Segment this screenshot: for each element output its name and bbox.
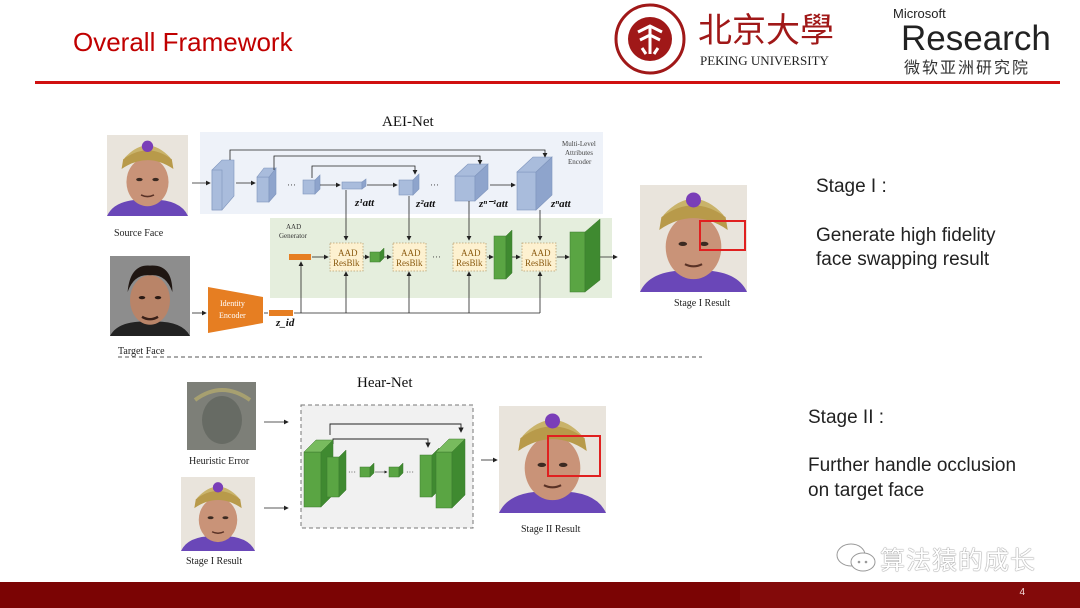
stage1-result-image [638,183,749,294]
ellipsis: ··· [430,180,439,190]
resblk-label: ResBlk [525,258,552,268]
z-att-n-minus-1: zⁿ⁻¹att [478,198,509,210]
highlight-box [699,220,746,251]
generator-blocks [369,218,601,293]
encoder-blocks [211,156,553,211]
resblk-label: AAD [401,248,421,258]
stage2-heading: Stage II : [808,407,885,428]
hear-net-title: Hear-Net [357,375,413,391]
watermark: 算法猿的成长 [880,547,1037,575]
z-att-n: zⁿatt [550,198,572,210]
heuristic-error-label: Heuristic Error [189,456,250,467]
source-face-label: Source Face [114,228,164,239]
stage1-heading: Stage I : [816,176,887,197]
logos: 北京大學 PEKING UNIVERSITY Microsoft Researc… [614,3,1051,77]
slide-title: Overall Framework [73,27,293,57]
generator-label-1: AAD [286,223,301,231]
stage1-line2: face swapping result [816,249,990,270]
msr-research: Research [901,19,1051,58]
resblk-label: AAD [461,248,481,258]
hear-net-blocks [303,423,466,509]
identity-encoder-label: Encoder [219,311,246,320]
resblk-label: AAD [338,248,358,258]
pku-chinese-name: 北京大學 [698,11,834,51]
ellipsis: ··· [287,180,296,190]
stage2-line2: on target face [808,480,925,501]
aad-generator-panel [270,218,612,298]
wechat-icon [836,543,876,572]
z-att-2: z²att [415,198,436,210]
encoder-label-2: Attributes [565,149,593,157]
highlight-box [547,435,601,477]
resblk-label: ResBlk [333,258,360,268]
msr-microsoft: Microsoft [893,6,946,21]
resblk-label: ResBlk [456,258,483,268]
target-face-image [108,254,192,338]
identity-encoder-label: Identity [220,299,245,308]
ellipsis: ··· [348,468,356,477]
resblk-label: AAD [531,248,551,258]
aad-resblk: AAD ResBlk [329,242,364,272]
z-id-label: z_id [275,317,295,329]
identity-encoder: Identity Encoder [208,287,263,333]
generator-label-2: Generator [279,232,308,240]
source-face-image [106,134,189,217]
aei-net-title: AEI-Net [382,114,434,130]
stage2-result-image [497,404,608,515]
encoder-label-3: Encoder [568,158,592,166]
stage1-result-label: Stage I Result [674,298,730,309]
z-att-1: z¹att [354,197,375,209]
aad-resblk: AAD ResBlk [521,242,557,272]
identity-feature [289,254,311,260]
msr-chinese: 微软亚洲研究院 [904,58,1030,77]
target-face-label: Target Face [118,346,165,357]
stage2-line1: Further handle occlusion [808,455,1017,476]
z-id-feature [269,310,293,316]
title-divider [35,81,1060,84]
pku-seal-logo [614,3,686,75]
stage1-result-input-image [180,476,256,552]
ellipsis: ··· [432,252,441,262]
resblk-label: ResBlk [396,258,423,268]
ellipsis: ··· [406,468,414,477]
pku-english-name: PEKING UNIVERSITY [700,53,830,68]
stage1-line1: Generate high fidelity [816,225,996,246]
hear-net-arrows [264,419,498,511]
framework-diagram: AEI-Net Source Face Target Face Multi-Le… [106,114,749,567]
page-number: 4 [1019,587,1025,598]
stage1-result-input-label: Stage I Result [186,556,242,567]
generator-connections [192,190,618,316]
aad-resblk: AAD ResBlk [392,242,427,272]
aad-resblk: AAD ResBlk [452,242,487,272]
stage2-result-label: Stage II Result [521,524,581,535]
encoder-label-1: Multi-Level [562,140,596,148]
footer-bar-right [740,582,1080,608]
encoder-connections [192,149,548,188]
